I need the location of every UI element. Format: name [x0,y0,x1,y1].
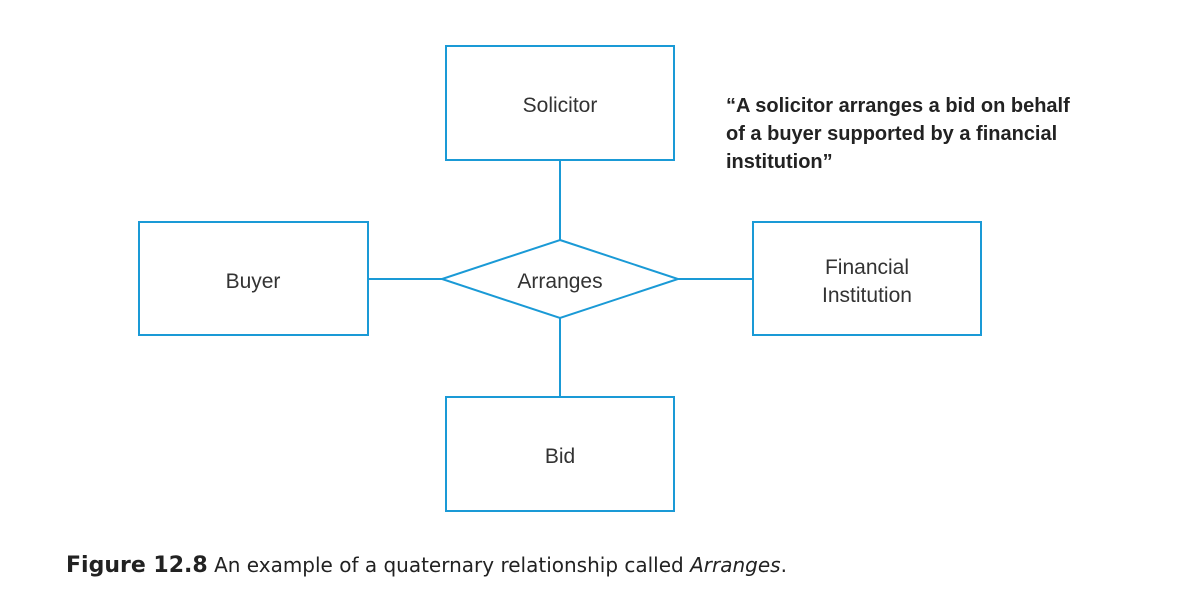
quote-line-3: institution” [726,151,833,173]
figure-caption: Figure 12.8 An example of a quaternary r… [66,553,787,578]
relationship-arranges-label: Arranges [517,270,602,293]
relationship-arranges: Arranges [438,238,682,320]
entity-financial-institution-label-line1: Financial [825,256,909,279]
entity-solicitor-label: Solicitor [523,94,598,117]
entity-financial-institution-label-line2: Institution [822,284,912,307]
relationship-description-quote: “A solicitor arranges a bid on behalf of… [726,92,1156,176]
figure-caption-name: Arranges [690,553,781,577]
entity-bid: Bid [445,396,675,512]
quote-line-1: “A solicitor arranges a bid on behalf [726,95,1070,117]
figure-caption-end: . [780,553,787,577]
entity-buyer: Buyer [138,221,369,336]
entity-buyer-label: Buyer [226,270,281,293]
quote-line-2: of a buyer supported by a financial [726,123,1058,145]
entity-bid-label: Bid [545,445,575,468]
figure-number: Figure 12.8 [66,553,208,578]
entity-solicitor: Solicitor [445,45,675,161]
figure-caption-text: An example of a quaternary relationship … [214,553,684,577]
entity-financial-institution: Financial Institution [752,221,982,336]
